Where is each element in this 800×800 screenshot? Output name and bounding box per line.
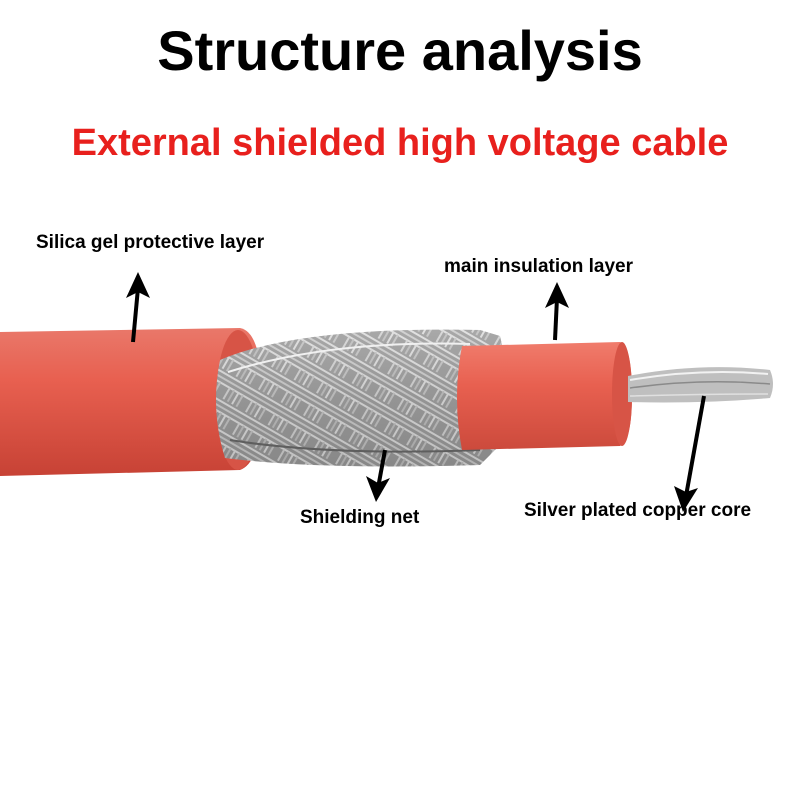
page-title: Structure analysis	[157, 19, 643, 82]
label-main-insulation: main insulation layer	[444, 256, 633, 277]
label-silica-layer: Silica gel protective layer	[36, 232, 265, 253]
label-shielding-net: Shielding net	[300, 507, 420, 528]
black-arrow-icon	[545, 282, 569, 308]
arrow-silica	[126, 272, 150, 343]
label-copper-core: Silver plated copper core	[524, 500, 752, 521]
subtitle: External shielded high voltage cable	[71, 122, 729, 164]
arrow-main-insulation	[545, 282, 569, 341]
black-arrow-icon	[126, 272, 150, 298]
black-arrow-icon	[674, 486, 698, 512]
copper-core	[628, 367, 773, 403]
arrow-core	[674, 395, 706, 512]
black-arrow-icon	[366, 476, 390, 502]
main-insulation	[457, 342, 632, 450]
shielding-braid	[216, 329, 510, 467]
arrow-shielding	[366, 449, 390, 502]
